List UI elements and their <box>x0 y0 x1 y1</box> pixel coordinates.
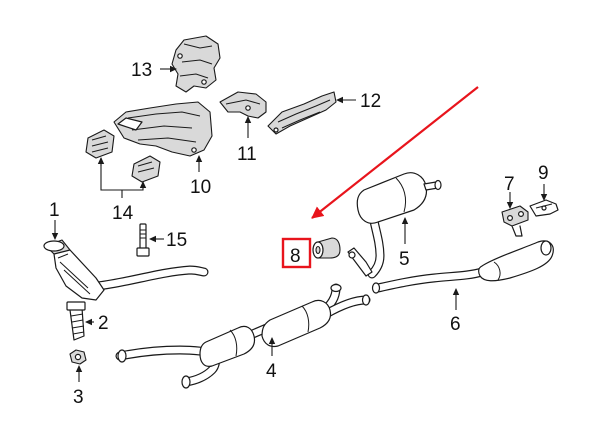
callout-13: 13 <box>131 60 152 81</box>
callout-14: 14 <box>112 203 134 224</box>
callout-5: 5 <box>399 249 410 270</box>
callout-12: 12 <box>360 91 381 112</box>
part-14-shield-pad-right <box>131 155 161 183</box>
part-1-catalytic-converter <box>43 239 209 301</box>
part-6-rear-muffler-pipe <box>371 240 554 294</box>
callout-1: 1 <box>49 200 60 221</box>
part-11-bracket <box>219 91 267 119</box>
part-14-shield-pad-left <box>85 129 115 159</box>
callout-9: 9 <box>538 163 549 184</box>
highlight-arrow <box>311 86 479 219</box>
part-13-heat-shield <box>171 35 221 93</box>
callout-2: 2 <box>98 313 109 334</box>
callout-11: 11 <box>237 144 257 165</box>
part-7-hanger-bracket <box>501 205 529 237</box>
callout-6: 6 <box>450 314 461 335</box>
callout-10: 10 <box>190 177 211 198</box>
part-8-isolator <box>312 237 341 259</box>
callout-7: 7 <box>504 174 515 195</box>
callout-15: 15 <box>166 230 187 251</box>
part-3-nut <box>69 349 87 365</box>
part-4-intermediate-pipe <box>115 283 371 389</box>
part-5-muffler <box>347 172 442 279</box>
callout-8: 8 <box>290 246 301 267</box>
highlight-box-8 <box>281 237 312 269</box>
callout-3: 3 <box>73 387 84 408</box>
part-12-heat-shield <box>267 91 337 135</box>
part-15-stud <box>136 223 150 257</box>
part-2-bolt <box>66 301 86 341</box>
part-9-hanger <box>529 199 559 217</box>
part-10-heat-shield <box>113 101 213 157</box>
callout-4: 4 <box>266 361 277 382</box>
